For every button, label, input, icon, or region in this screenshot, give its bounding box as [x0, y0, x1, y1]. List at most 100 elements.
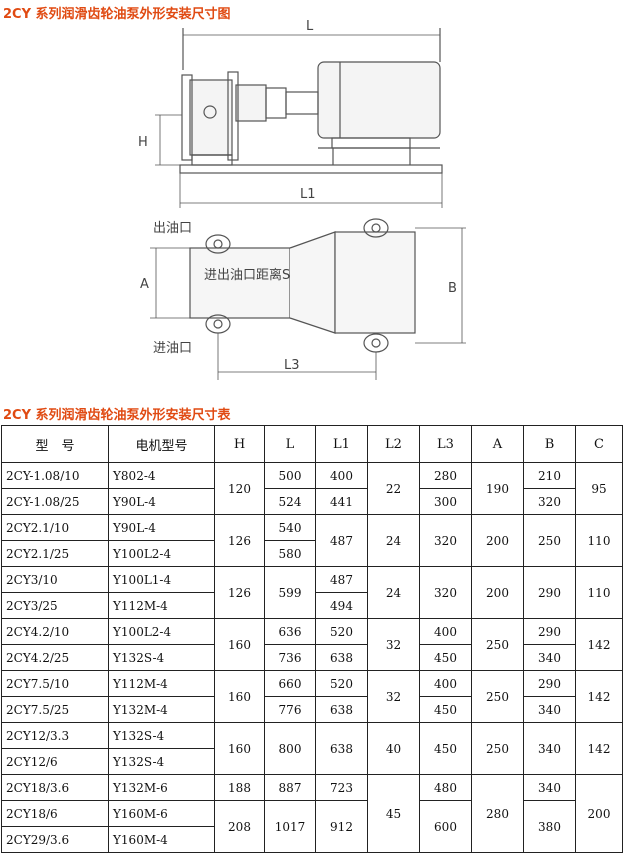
L2-cell: 24	[367, 514, 420, 567]
model-cell: 2CY7.5/10	[1, 670, 109, 697]
motor-cell: Y132S-4	[108, 748, 215, 775]
L-cell: 540	[264, 514, 316, 541]
L1-cell: 487	[315, 566, 368, 593]
table-row: 2CY7.5/10 Y112M-4 160 660 520 32 400 250…	[1, 670, 623, 723]
motor-cell: Y132M-6	[108, 774, 215, 801]
C-cell: 142	[575, 670, 623, 723]
installation-drawing: L L1 H 出油口 进油口 进出油口距离S A B L3	[138, 19, 466, 380]
H-cell: 160	[214, 722, 265, 775]
table-row: 2CY-1.08/10 Y802-4 120 500 400 22 280 19…	[1, 462, 623, 515]
L-cell: 500	[264, 462, 316, 489]
L1-cell: 441	[315, 488, 368, 515]
table-row: 2CY12/6 Y132S-4	[1, 748, 623, 775]
motor-cell: Y160M-4	[108, 826, 215, 853]
L1-cell: 520	[315, 670, 368, 697]
dim-B-label: B	[448, 281, 457, 296]
dim-L3-label: L3	[284, 358, 300, 373]
C-cell: 95	[575, 462, 623, 515]
L3-cell: 300	[419, 488, 472, 515]
dim-L1-label: L1	[300, 187, 316, 202]
C-cell: 142	[575, 722, 623, 775]
L3-cell: 480	[419, 774, 472, 801]
H-cell: 188	[214, 774, 265, 801]
L-cell: 887	[264, 774, 316, 801]
H-cell: 126	[214, 566, 265, 619]
drawing-title: 2CY 系列润滑齿轮油泵外形安装尺寸图	[3, 7, 231, 22]
L3-cell: 280	[419, 462, 472, 489]
col-L1: L1	[315, 425, 368, 463]
A-cell: 200	[471, 566, 524, 619]
motor-cell: Y100L2-4	[108, 618, 215, 645]
motor-cell: Y100L2-4	[108, 540, 215, 567]
B-cell: 250	[523, 514, 576, 567]
A-cell: 250	[471, 722, 524, 775]
A-cell: 200	[471, 514, 524, 567]
model-cell: 2CY29/3.6	[1, 826, 109, 853]
col-model: 型 号	[1, 425, 109, 463]
L3-cell: 450	[419, 644, 472, 671]
table-row: 2CY3/10 Y100L1-4 126 599 487 24 320 200 …	[1, 566, 623, 619]
model-cell: 2CY4.2/25	[1, 644, 109, 671]
col-C: C	[575, 425, 623, 463]
H-cell: 208	[214, 800, 265, 853]
L3-cell: 450	[419, 722, 472, 775]
col-B: B	[523, 425, 576, 463]
table-row: 2CY18/3.6 Y132M-6 188 887 723 45 480 280…	[1, 774, 623, 853]
dimension-table: 型 号 电机型号 H L L1 L2 L3 A B C 2CY-1.08/10 …	[1, 425, 623, 853]
B-cell: 210	[523, 462, 576, 489]
L-cell: 1017	[264, 800, 316, 853]
table-row: 2CY29/3.6 Y160M-4	[1, 826, 623, 853]
B-cell: 320	[523, 488, 576, 515]
L1-cell: 638	[315, 696, 368, 723]
model-cell: 2CY3/10	[1, 566, 109, 593]
C-cell: 200	[575, 774, 623, 853]
A-cell: 280	[471, 774, 524, 853]
C-cell: 110	[575, 514, 623, 567]
outlet-label: 出油口	[153, 221, 192, 236]
L1-cell: 400	[315, 462, 368, 489]
L2-cell: 32	[367, 618, 420, 671]
L2-cell: 45	[367, 774, 420, 853]
motor-cell: Y132S-4	[108, 722, 215, 749]
col-motor: 电机型号	[108, 425, 215, 463]
B-cell: 290	[523, 566, 576, 619]
L1-cell: 638	[315, 722, 368, 775]
table-row: 2CY2.1/10 Y90L-4 126 540 487 24 320 200 …	[1, 514, 623, 567]
C-cell: 110	[575, 566, 623, 619]
motor-cell: Y132M-4	[108, 696, 215, 723]
L2-cell: 40	[367, 722, 420, 775]
table-title: 2CY 系列润滑齿轮油泵外形安装尺寸表	[3, 408, 231, 423]
L1-cell: 638	[315, 644, 368, 671]
model-cell: 2CY4.2/10	[1, 618, 109, 645]
L3-cell: 320	[419, 566, 472, 619]
motor-cell: Y100L1-4	[108, 566, 215, 593]
col-H: H	[214, 425, 265, 463]
model-cell: 2CY18/3.6	[1, 774, 109, 801]
L1-cell: 723	[315, 774, 368, 801]
motor-cell: Y132S-4	[108, 644, 215, 671]
model-cell: 2CY-1.08/25	[1, 488, 109, 515]
L-cell: 736	[264, 644, 316, 671]
L1-cell: 520	[315, 618, 368, 645]
B-cell: 380	[523, 800, 576, 853]
col-L3: L3	[419, 425, 472, 463]
table-row: 2CY7.5/25 Y132M-4 776 638 450 340	[1, 696, 623, 723]
table-row: 2CY4.2/10 Y100L2-4 160 636 520 32 400 25…	[1, 618, 623, 671]
model-cell: 2CY2.1/25	[1, 540, 109, 567]
A-cell: 190	[471, 462, 524, 515]
L2-cell: 22	[367, 462, 420, 515]
L2-cell: 24	[367, 566, 420, 619]
distance-label: 进出油口距离S	[204, 267, 290, 283]
model-cell: 2CY7.5/25	[1, 696, 109, 723]
model-cell: 2CY12/6	[1, 748, 109, 775]
motor-cell: Y90L-4	[108, 514, 215, 541]
L1-cell: 487	[315, 514, 368, 567]
model-cell: 2CY3/25	[1, 592, 109, 619]
A-cell: 250	[471, 670, 524, 723]
motor-cell: Y112M-4	[108, 670, 215, 697]
B-cell: 290	[523, 670, 576, 697]
L3-cell: 600	[419, 800, 472, 853]
table-row: 2CY-1.08/25 Y90L-4 524 441 300 320	[1, 488, 623, 515]
L3-cell: 450	[419, 696, 472, 723]
L-cell: 580	[264, 540, 316, 567]
